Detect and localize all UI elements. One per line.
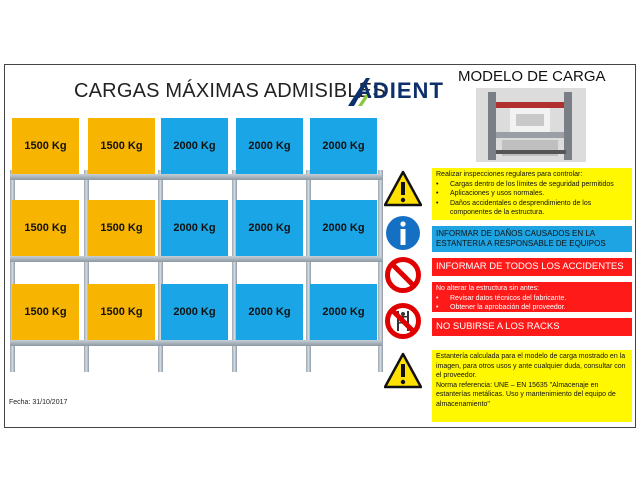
rack-beam xyxy=(10,256,382,262)
rack-upright xyxy=(158,170,163,372)
inspection-bullet: Cargas dentro de los límites de segurida… xyxy=(450,180,614,188)
poster-frame xyxy=(4,64,636,428)
adient-logo-icon xyxy=(348,78,370,106)
load-box: 2000 Kg xyxy=(161,118,228,174)
load-box: 1500 Kg xyxy=(88,118,155,174)
load-box: 1500 Kg xyxy=(12,284,79,340)
load-box: 2000 Kg xyxy=(236,118,303,174)
load-box: 1500 Kg xyxy=(12,118,79,174)
load-model-photo xyxy=(476,88,586,162)
rack-beam xyxy=(10,340,382,346)
warning-triangle-icon xyxy=(384,170,422,207)
damage-report-panel: INFORMAR DE DAÑOS CAUSADOS EN LA ESTANTE… xyxy=(432,226,632,252)
load-box: 2000 Kg xyxy=(161,284,228,340)
accidents-panel: INFORMAR DE TODOS LOS ACCIDENTES xyxy=(432,258,632,276)
load-box: 2000 Kg xyxy=(310,118,377,174)
load-box: 2000 Kg xyxy=(310,200,377,256)
rack-upright xyxy=(84,170,89,372)
logo-text: ADIENT xyxy=(356,78,444,103)
no-climbing-icon xyxy=(385,303,421,339)
rack-upright xyxy=(378,170,383,372)
inspection-bullet: Daños accidentales o desprendimiento de … xyxy=(450,199,592,217)
info-circle-icon xyxy=(386,216,420,250)
rack-beam xyxy=(10,174,382,180)
load-box: 2000 Kg xyxy=(236,200,303,256)
page-title: CARGAS MÁXIMAS ADMISIBLES xyxy=(74,80,386,102)
rack-upright xyxy=(306,170,311,372)
inspection-panel: Realizar inspecciones regulares para con… xyxy=(432,168,632,220)
prohibition-icon xyxy=(385,257,421,293)
inspection-bullet: Aplicaciones y usos normales. xyxy=(450,190,545,197)
inspection-intro: Realizar inspecciones regulares para con… xyxy=(436,171,583,178)
alter-bullet: Revisar datos técnicos del fabricante. xyxy=(450,294,567,302)
date-label: Fecha: 31/10/2017 xyxy=(9,399,68,406)
load-box: 1500 Kg xyxy=(88,200,155,256)
alter-bullet: Obtener la aprobación del proveedor. xyxy=(450,304,566,311)
rack-upright xyxy=(232,170,237,372)
rack-diagram: 1500 Kg 1500 Kg 2000 Kg 2000 Kg 2000 Kg … xyxy=(4,110,384,372)
load-box: 1500 Kg xyxy=(12,200,79,256)
rack-upright xyxy=(10,170,15,372)
load-model-title: MODELO DE CARGA xyxy=(458,68,606,85)
no-climbing-panel: NO SUBIRSE A LOS RACKS xyxy=(432,318,632,336)
load-box: 2000 Kg xyxy=(236,284,303,340)
alter-intro: No alterar la estructura sin antes: xyxy=(436,285,540,292)
load-box: 2000 Kg xyxy=(161,200,228,256)
calculation-note-panel: Estantería calculada para el modelo de c… xyxy=(432,350,632,422)
load-box: 1500 Kg xyxy=(88,284,155,340)
warning-triangle-icon xyxy=(384,352,422,389)
alter-structure-panel: No alterar la estructura sin antes: •Rev… xyxy=(432,282,632,312)
load-box: 2000 Kg xyxy=(310,284,377,340)
